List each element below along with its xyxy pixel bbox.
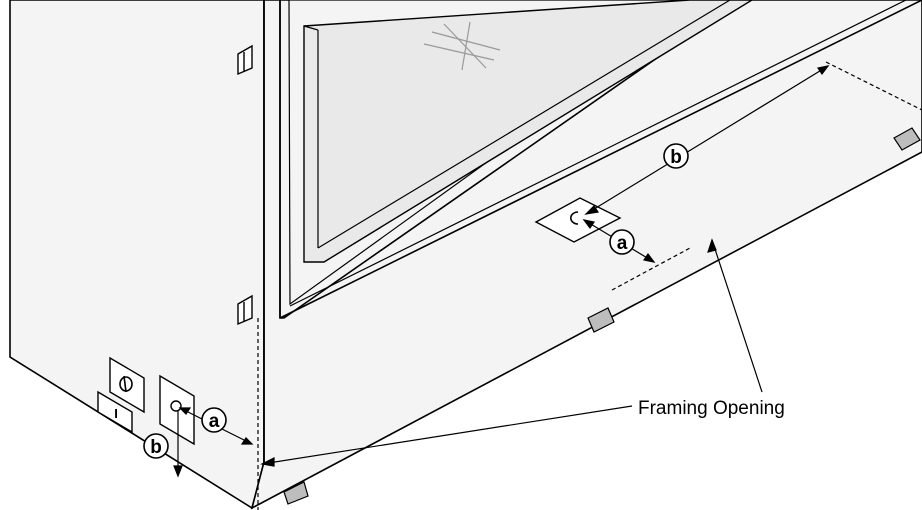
power-symbol-icon (119, 375, 133, 393)
front-callout-a: a (609, 229, 635, 255)
side-callout-a: a (201, 407, 227, 433)
svg-text:a: a (617, 233, 628, 254)
side-switch-plate (109, 356, 145, 414)
front-callout-b: b (663, 143, 689, 169)
glass-reflection-mark (423, 21, 501, 71)
door-glass-top (303, 25, 319, 31)
svg-text:a: a (209, 411, 220, 432)
side-switch-label-box (97, 390, 133, 434)
door-frame-edge-bottom-inner (289, 0, 907, 307)
side-access-hole-icon (170, 400, 182, 412)
foot-corner (283, 481, 309, 505)
door-glass-inner-bottom (317, 0, 731, 249)
svg-text:b: b (150, 437, 162, 458)
foot-front-right (893, 127, 921, 151)
door-frame-edge-bottom (279, 0, 922, 319)
lower-hinge-icon (237, 294, 253, 326)
power-cord-hole-icon (570, 211, 579, 225)
upper-hinge-icon (237, 44, 253, 76)
power-cord-access-plate (534, 197, 622, 243)
cabinet-side-panel (9, 0, 265, 510)
door-glass-window (303, 0, 754, 263)
switch-label: I (114, 406, 118, 421)
framing-opening-label: Framing Opening (638, 398, 785, 419)
side-dimension-b (173, 410, 183, 478)
side-callout-b: b (143, 433, 169, 459)
svg-text:b: b (670, 147, 682, 168)
framing-opening-leaders (260, 238, 763, 467)
front-dimension-b (584, 65, 830, 215)
foot-front-middle (587, 307, 615, 333)
framing-dashed-lines (257, 61, 922, 510)
